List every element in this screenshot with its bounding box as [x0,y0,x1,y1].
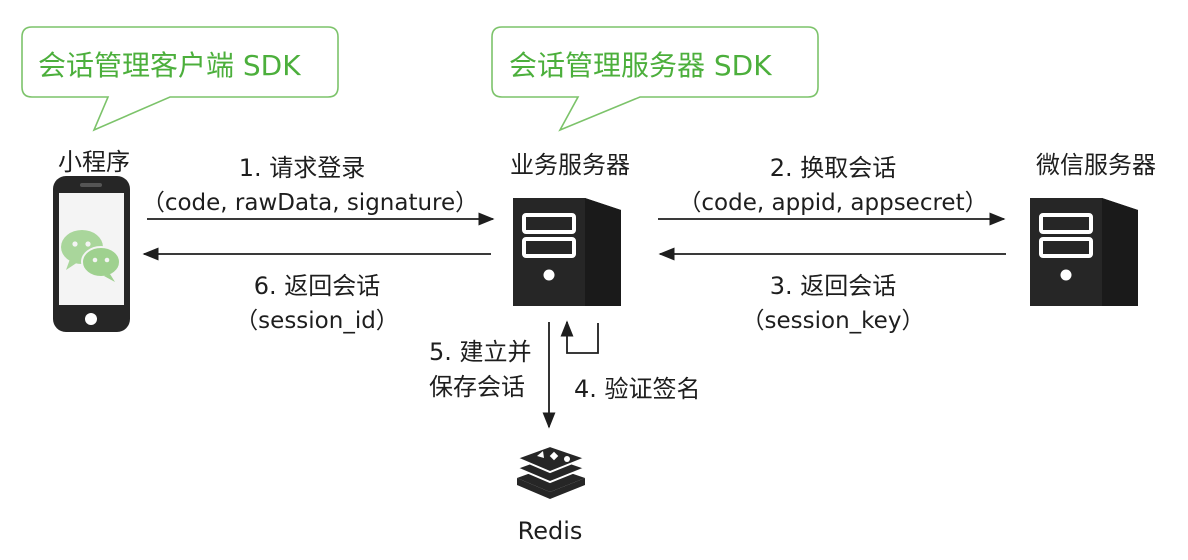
step3-title: 3. 返回会话 [769,272,897,300]
business-server-label: 业务服务器 [510,151,630,179]
step6-params: （session_id） [235,308,399,334]
step1-title: 1. 请求登录 [238,154,366,182]
redis-logo-icon [514,444,588,499]
step5-line1: 5. 建立并 [429,338,532,366]
client-sdk-label: 会话管理客户端 SDK [38,49,301,82]
client-sdk-bubble [21,26,339,132]
step2-title: 2. 换取会话 [769,154,897,182]
business-server-icon [513,198,621,306]
server-sdk-bubble [491,26,819,132]
wechat-server-label: 微信服务器 [1036,151,1156,179]
step1-params: （code, rawData, signature） [141,190,479,216]
server-sdk-label: 会话管理服务器 SDK [509,49,772,82]
step5-line2: 保存会话 [429,373,525,401]
wechat-logo-icon [61,230,121,282]
arrow-step4-loop [560,320,599,354]
step2-params: （code, appid, appsecret） [678,190,988,216]
mini-program-label: 小程序 [58,148,130,176]
redis-label: Redis [517,517,583,545]
step4-title: 4. 验证签名 [574,375,701,403]
step3-params: （session_key） [741,308,925,334]
wechat-server-icon [1030,198,1138,306]
step6-title: 6. 返回会话 [253,272,381,300]
